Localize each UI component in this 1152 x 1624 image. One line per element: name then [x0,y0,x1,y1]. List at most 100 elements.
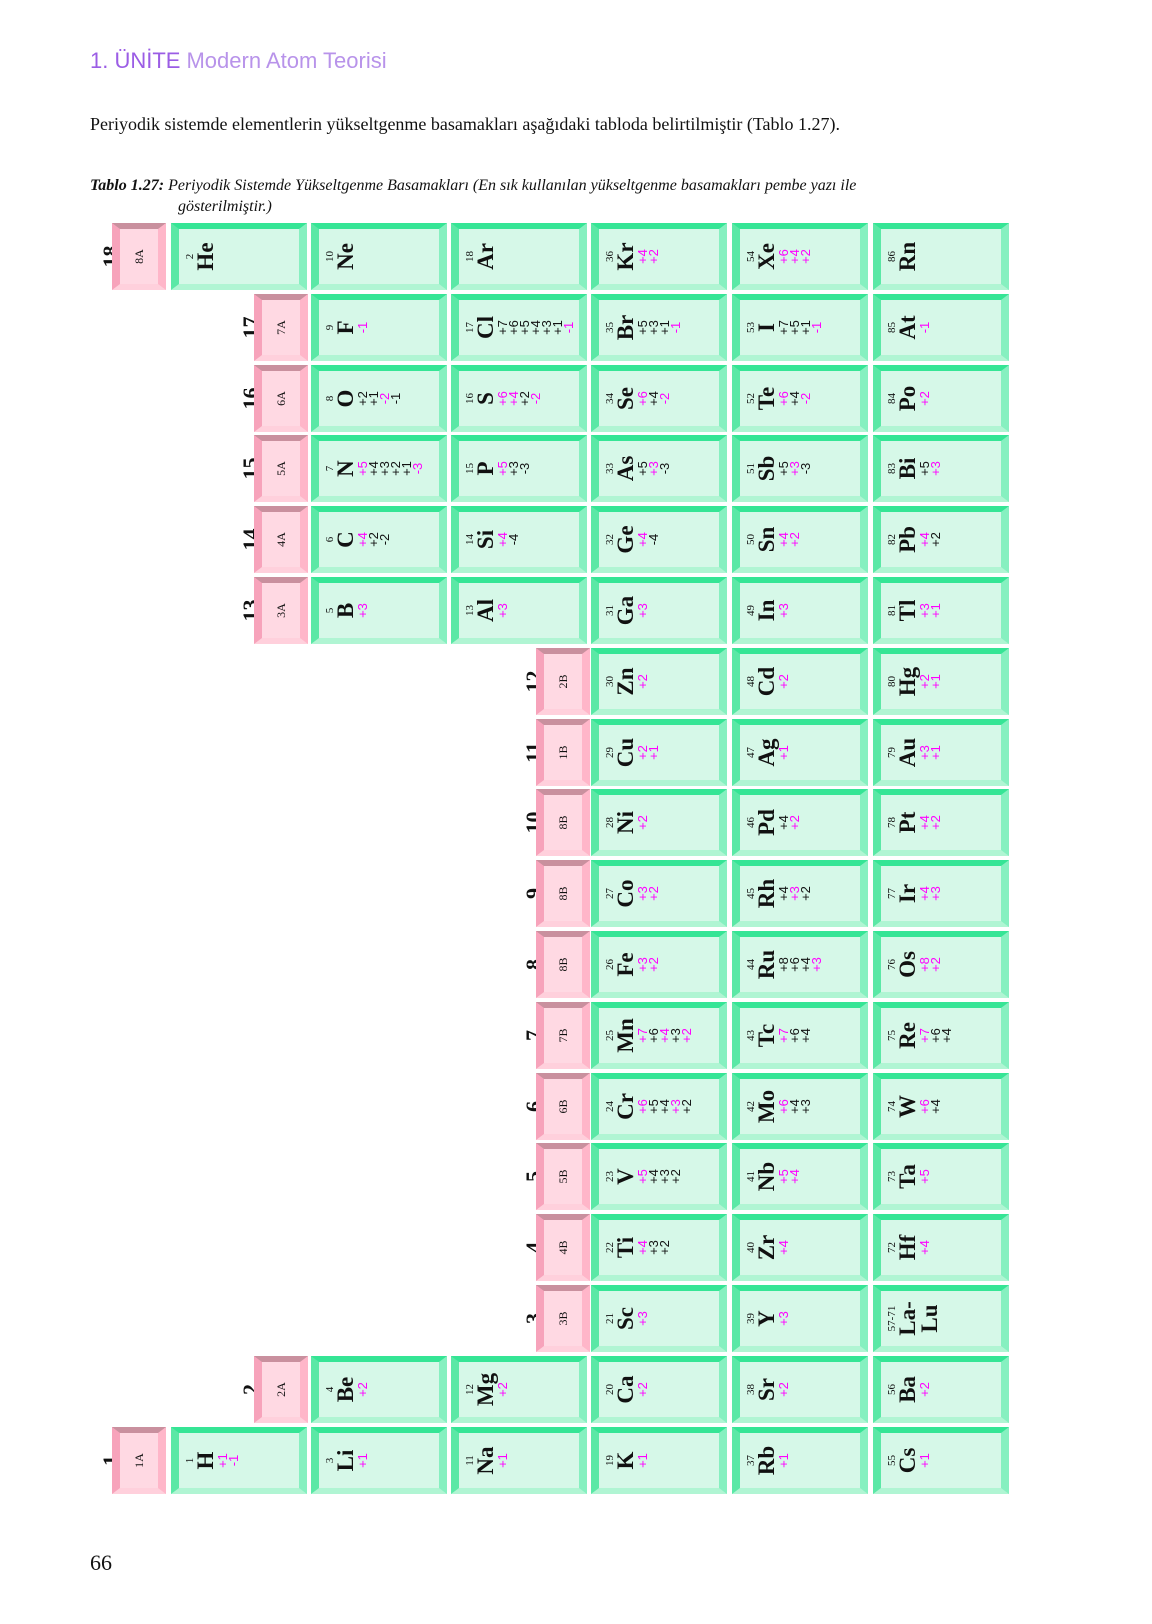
oxidation-state: +3 [635,1311,650,1326]
oxidation-state: +2 [635,1381,650,1397]
oxidation-state: +2 [776,1381,791,1397]
element-symbol: Be [333,1376,358,1403]
group-tag: 1A [132,1452,146,1468]
element-symbol: Cu [613,737,638,767]
element-symbol: Ru [754,949,779,980]
group-tag-8b: 8B [536,931,590,998]
oxidation-state: -4 [506,533,521,546]
element-symbol: Cd [754,666,779,696]
oxidation-state: +1 [495,1452,510,1468]
element-symbol: F [333,320,358,335]
group-tag: 5A [274,461,288,477]
group-tag: 2B [556,674,570,689]
oxidation-state: +2 [787,815,802,831]
oxidation-state: +2 [668,1169,683,1185]
group-tag-8b: 8B [536,860,590,928]
element-symbol: Re [895,1021,920,1049]
element-symbol: O [333,389,358,408]
element-symbol: P [473,461,498,476]
group-tag-frame: 7A [262,300,300,355]
